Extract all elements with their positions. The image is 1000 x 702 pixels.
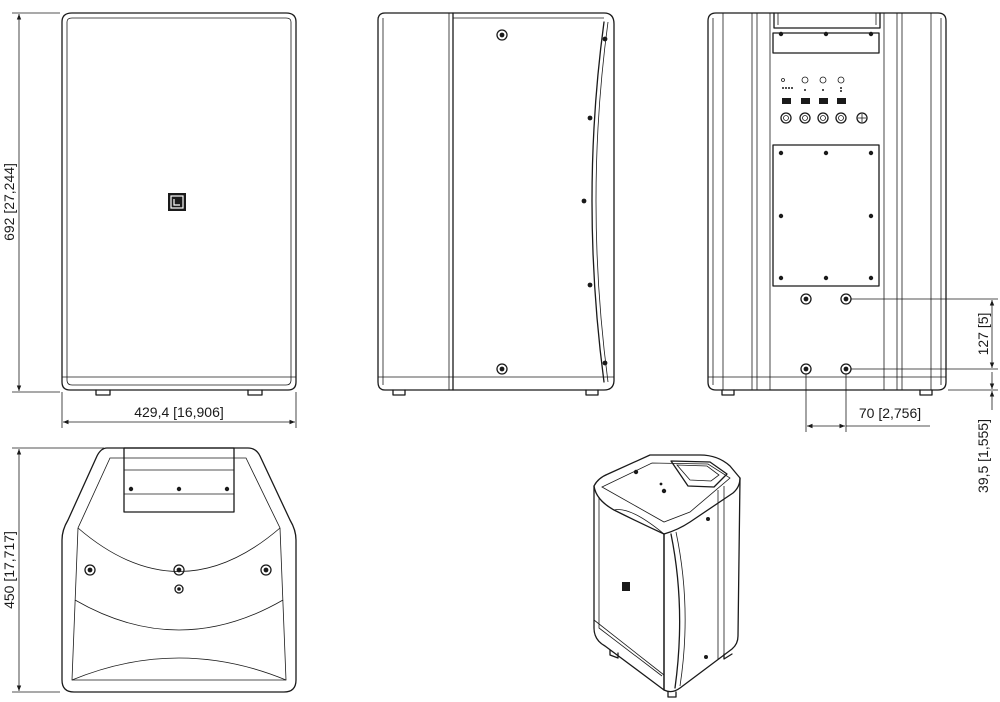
mount-offset-label: 39,5 [1,555] [975, 419, 991, 493]
mount-horizontal-dimension: 70 [2,756] [805, 374, 930, 432]
front-width-dimension: 429,4 [16,906] [61, 392, 297, 428]
front-view [61, 12, 297, 396]
side-view [377, 12, 615, 396]
rear-view [707, 12, 947, 396]
front-width-label: 429,4 [16,906] [134, 404, 224, 420]
mount-vertical-dimension: 127 [5] [851, 298, 998, 370]
top-depth-dimension: 450 [17,717] [1, 447, 104, 693]
connector-panel [780, 76, 868, 124]
front-height-label: 692 [27,244] [1, 163, 17, 241]
mount-horizontal-label: 70 [2,756] [859, 405, 921, 421]
mount-vertical-label: 127 [5] [975, 313, 991, 356]
isometric-view [593, 454, 741, 698]
brand-logo-icon [168, 193, 186, 211]
front-height-dimension: 692 [27,244] [1, 12, 60, 393]
top-depth-label: 450 [17,717] [1, 531, 17, 609]
mount-offset-dimension: 39,5 [1,555] [948, 372, 998, 493]
top-view [61, 447, 297, 693]
iso-brand-logo-icon [622, 582, 630, 591]
